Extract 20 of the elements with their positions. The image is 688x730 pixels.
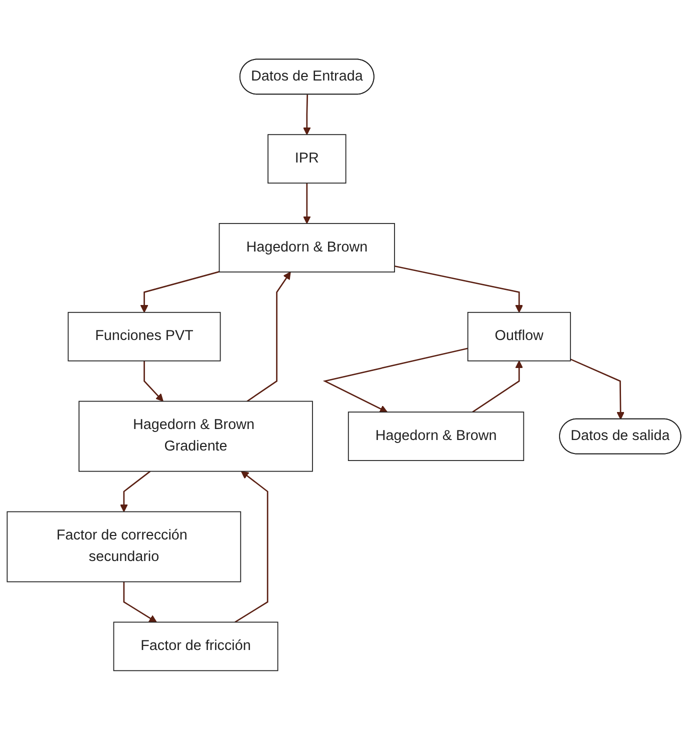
- arrow: [144, 360, 164, 402]
- arrow: [394, 266, 524, 313]
- arrow: [120, 470, 151, 512]
- arrow: [302, 183, 311, 224]
- arrow: [234, 471, 268, 623]
- node-box: Funciones PVT: [68, 312, 221, 362]
- node-box: IPR: [268, 134, 346, 184]
- node-box: Hagedorn & Brown Gradiente: [78, 400, 313, 472]
- node-box: Hagedorn & Brown: [218, 223, 395, 273]
- arrow: [123, 582, 157, 623]
- arrow: [140, 271, 220, 313]
- arrow: [246, 272, 291, 402]
- arrow: [302, 94, 311, 136]
- node-box: Hagedorn & Brown: [348, 412, 524, 462]
- node-box: Factor de corrección secundario: [6, 511, 242, 582]
- node-box: Outflow: [467, 312, 571, 362]
- arrow: [570, 358, 624, 420]
- arrow: [322, 348, 468, 413]
- arrow: [472, 360, 524, 413]
- node-box: Factor de fricción: [113, 622, 278, 672]
